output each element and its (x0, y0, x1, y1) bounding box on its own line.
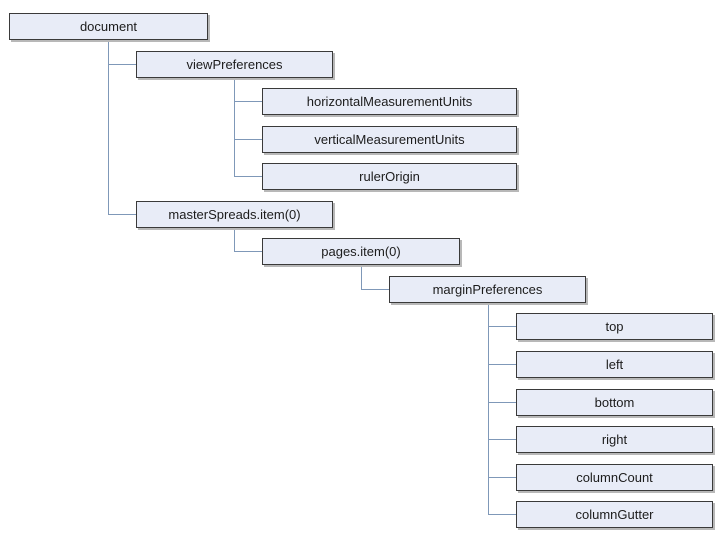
connector-to-top (488, 326, 516, 327)
node-bottom: bottom (516, 389, 713, 416)
node-right: right (516, 426, 713, 453)
connector-to-marginPreferences (361, 289, 389, 290)
connector-viewPreferences-children (234, 78, 235, 177)
connector-masterSpreads-children (234, 228, 235, 252)
node-horizontalMeasurementUnits: horizontalMeasurementUnits (262, 88, 517, 115)
connector-marginPreferences-children (488, 303, 489, 515)
connector-to-right (488, 439, 516, 440)
node-top: top (516, 313, 713, 340)
connector-to-horizontalMeasurementUnits (234, 101, 262, 102)
connector-to-bottom (488, 402, 516, 403)
connector-to-columnGutter (488, 514, 516, 515)
connector-to-columnCount (488, 477, 516, 478)
node-columnCount: columnCount (516, 464, 713, 491)
node-document: document (9, 13, 208, 40)
connector-to-masterSpreads (108, 214, 136, 215)
connector-to-left (488, 364, 516, 365)
connector-document-children (108, 40, 109, 215)
connector-pages-children (361, 265, 362, 290)
node-pages-item: pages.item(0) (262, 238, 460, 265)
node-verticalMeasurementUnits: verticalMeasurementUnits (262, 126, 517, 153)
node-left: left (516, 351, 713, 378)
node-rulerOrigin: rulerOrigin (262, 163, 517, 190)
node-marginPreferences: marginPreferences (389, 276, 586, 303)
node-viewPreferences: viewPreferences (136, 51, 333, 78)
connector-to-viewPreferences (108, 64, 136, 65)
node-masterSpreads-item: masterSpreads.item(0) (136, 201, 333, 228)
connector-to-rulerOrigin (234, 176, 262, 177)
connector-to-verticalMeasurementUnits (234, 139, 262, 140)
connector-to-pages (234, 251, 262, 252)
node-columnGutter: columnGutter (516, 501, 713, 528)
